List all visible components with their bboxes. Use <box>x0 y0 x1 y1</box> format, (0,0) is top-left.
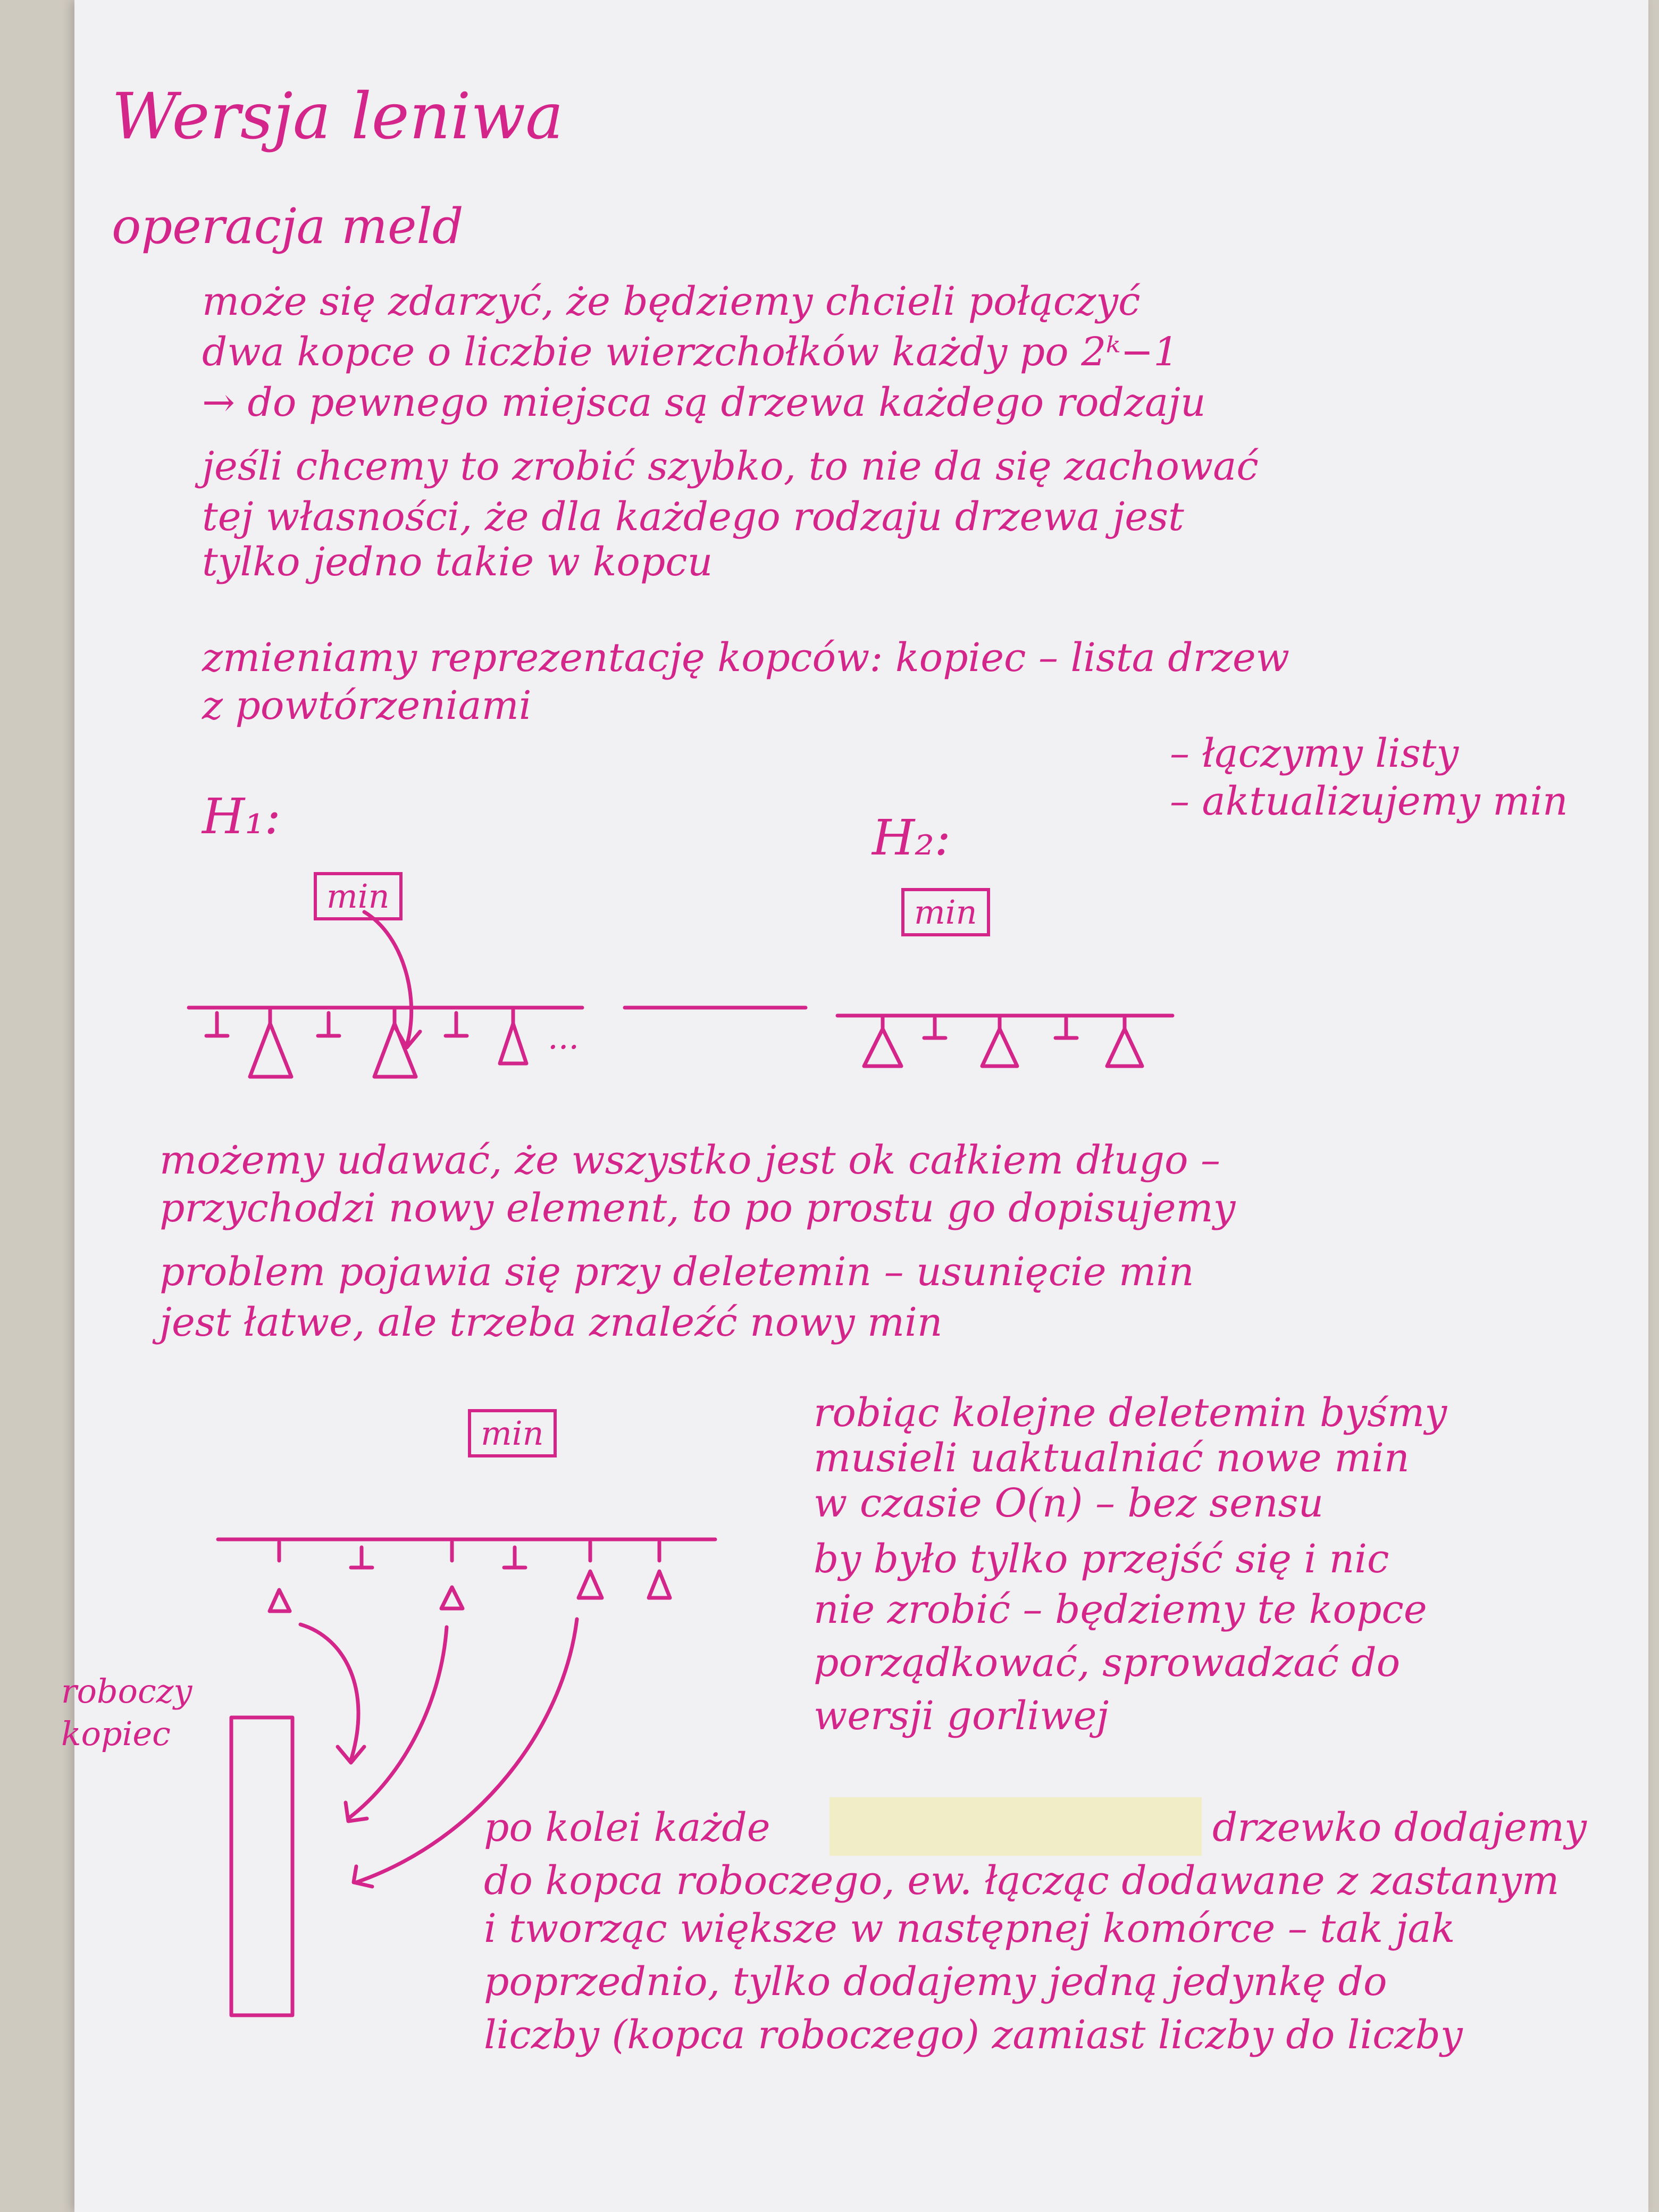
para6-line4: by było tylko przejść się i nic <box>814 1536 1389 1582</box>
para6-line5: nie zrobić – będziemy te kopce <box>814 1587 1427 1632</box>
note-merge-lists: – łączymy listy <box>1170 731 1459 776</box>
para1-line1: może się zdarzyć, że będziemy chcieli po… <box>202 279 1141 324</box>
arrow-tree2-to-work <box>346 1625 449 1821</box>
work-heap-label-line1: roboczy <box>61 1672 192 1711</box>
min-box-consolidate: min <box>468 1409 557 1458</box>
para7-line4: poprzednio, tylko dodajemy jedną jedynkę… <box>484 1959 1387 2005</box>
para7-line5: liczby (kopca roboczego) zamiast liczby … <box>484 2012 1463 2058</box>
para2-line3: tylko jedno takie w kopcu <box>202 539 713 585</box>
para6-line7: wersji gorliwej <box>814 1693 1109 1739</box>
para1-line2: dwa kopce o liczbie wierzchołków każdy p… <box>202 329 1179 375</box>
page-title: Wersja leniwa <box>112 80 564 154</box>
para6-line2: musieli uaktualniać nowe min <box>814 1435 1410 1481</box>
para7-line1b: drzewko dodajemy <box>1212 1805 1587 1850</box>
para4-line1: możemy udawać, że wszystko jest ok całki… <box>160 1137 1221 1183</box>
para1-line3: → do pewnego miejsca są drzewa każdego r… <box>202 380 1206 425</box>
work-heap-box <box>229 1715 295 2017</box>
para2-line1: jeśli chcemy to zrobić szybko, to nie da… <box>202 443 1259 489</box>
heap2-label: H₂: <box>872 809 951 866</box>
h1-min-pointer-arrow <box>362 910 414 1047</box>
para7-line1a: po kolei każde <box>484 1805 770 1850</box>
note-update-min: – aktualizujemy min <box>1170 778 1568 824</box>
list-ellipsis: ... <box>548 1018 580 1057</box>
section-heading: operacja meld <box>112 198 464 255</box>
para2-line2: tej własności, że dla każdego rodzaju dr… <box>202 494 1184 540</box>
para7-line3: i tworząc większe w następnej komórce – … <box>484 1906 1455 1951</box>
min-box-h1: min <box>314 872 403 921</box>
para7-line2: do kopca roboczego, ew. łącząc dodawane … <box>484 1858 1560 1904</box>
work-heap-label-line2: kopiec <box>61 1714 171 1753</box>
para6-line6: porządkować, sprowadzać do <box>814 1640 1401 1686</box>
tape-patch <box>830 1797 1202 1856</box>
para6-line1: robiąc kolejne deletemin byśmy <box>814 1390 1447 1436</box>
arrow-tree1-to-work <box>298 1622 361 1762</box>
para6-line3: w czasie O(n) – bez sensu <box>814 1480 1324 1526</box>
para3-line1: zmieniamy reprezentację kopców: kopiec –… <box>202 635 1290 681</box>
para5-line2: jest łatwe, ale trzeba znaleźć nowy min <box>160 1300 943 1345</box>
para4-line2: przychodzi nowy element, to po prostu go… <box>160 1185 1236 1231</box>
para3-line2: z powtórzeniami <box>202 683 532 728</box>
arrow-tree3-to-work <box>354 1617 579 1884</box>
min-box-h2: min <box>901 888 990 937</box>
heap1-label: H₁: <box>202 788 281 845</box>
para5-line1: problem pojawia się przy deletemin – usu… <box>160 1249 1194 1295</box>
